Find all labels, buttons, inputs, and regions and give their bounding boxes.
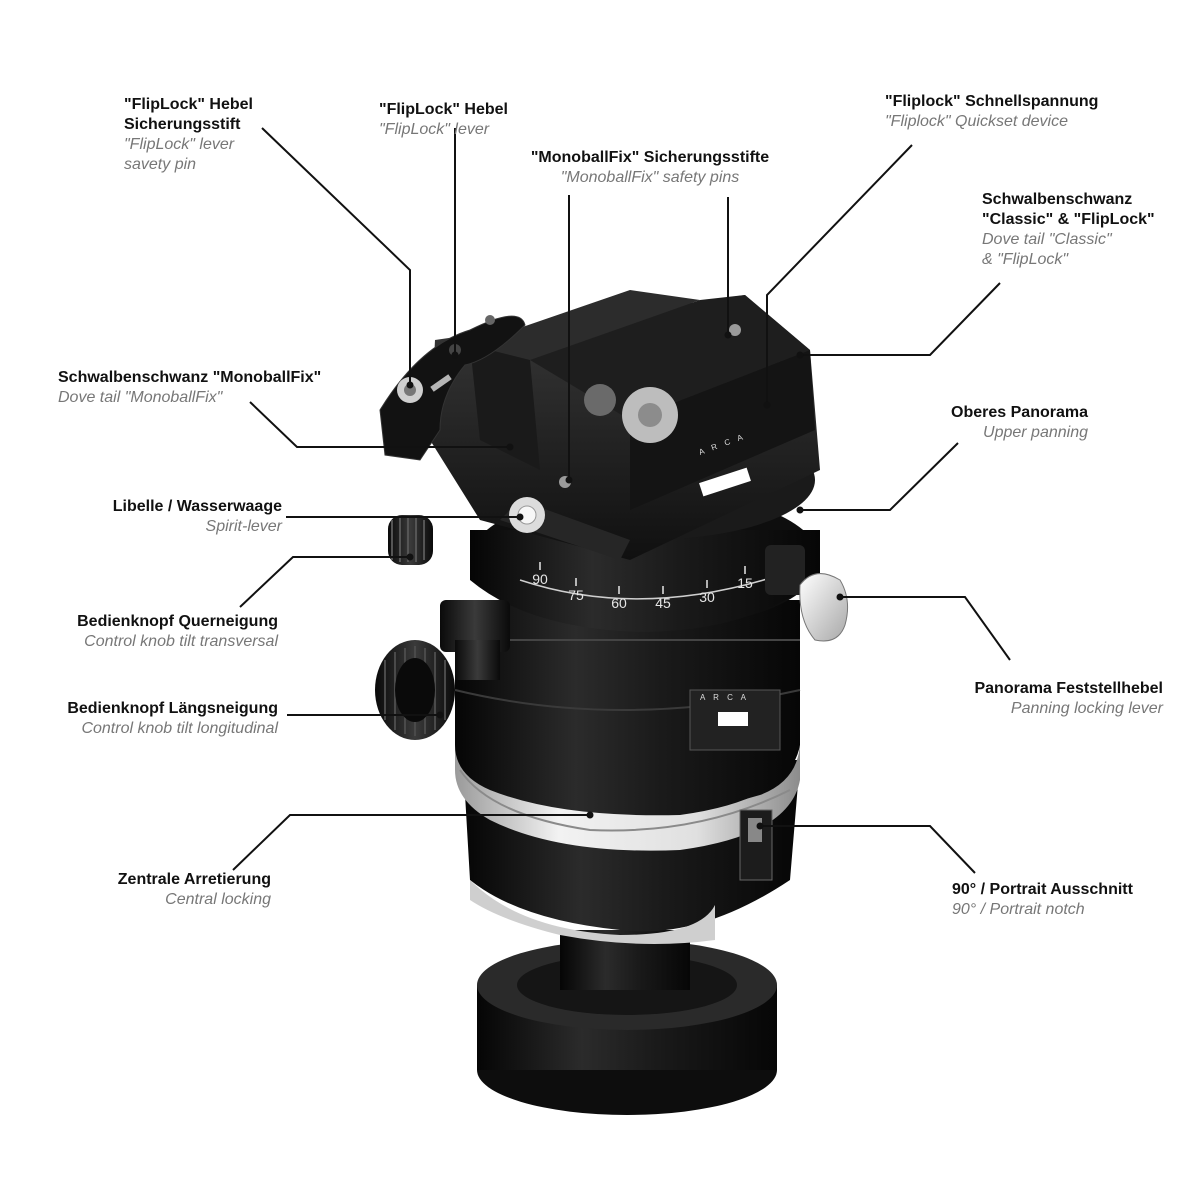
leader-central-locking (232, 814, 590, 871)
label-portrait-notch: 90° / Portrait Ausschnitt 90° / Portrait… (952, 880, 1133, 920)
label-de-line2: "Classic" & "FlipLock" (982, 211, 1155, 228)
label-de: "MonoballFix" Sicherungsstifte (530, 149, 770, 166)
label-fliplock-lever: "FlipLock" Hebel "FlipLock" lever (379, 100, 508, 140)
label-en: "Fliplock" Quickset device (885, 113, 1068, 130)
label-monoballfix-pins: "MonoballFix" Sicherungsstifte "Monoball… (520, 148, 780, 188)
central-locking-ring (455, 740, 800, 851)
top-clamp (430, 290, 820, 560)
leader-fliplock-safety-pin (261, 127, 411, 385)
base-foot (477, 930, 777, 1115)
panning-lock-lever (765, 545, 849, 642)
label-en: "FlipLock" lever (379, 121, 490, 138)
label-de: Zentrale Arretierung (117, 871, 271, 888)
leader-dovetail-classic (800, 282, 1001, 356)
label-de: Schwalbenschwanz "MonoballFix" (58, 369, 322, 386)
label-de: Bedienknopf Querneigung (77, 613, 278, 630)
scale-number: 90 (532, 571, 548, 587)
scale-number: 45 (655, 595, 671, 611)
label-en: Spirit-lever (205, 518, 282, 535)
leader-upper-panning (800, 442, 959, 511)
portrait-notch (739, 809, 773, 881)
label-de: Oberes Panorama (951, 404, 1088, 421)
fliplock-lever (379, 315, 526, 461)
label-fliplock-safety-pin: "FlipLock" Hebel Sicherungsstift "FlipLo… (124, 95, 253, 175)
label-en: Dove tail "MonoballFix" (58, 389, 223, 406)
label-de: Libelle / Wasserwaage (112, 498, 282, 515)
label-de: Schwalbenschwanz (982, 191, 1133, 208)
label-en: Upper panning (983, 424, 1088, 441)
label-de: Panorama Feststellhebel (974, 680, 1163, 697)
leader-fliplock-quickset (766, 144, 913, 405)
label-en-line2: savety pin (124, 156, 197, 173)
label-dovetail-monoballfix: Schwalbenschwanz "MonoballFix" Dove tail… (58, 368, 321, 408)
middle-body (454, 600, 801, 816)
label-dovetail-classic: Schwalbenschwanz "Classic" & "FlipLock" … (982, 190, 1155, 270)
label-tilt-transversal: Bedienknopf Querneigung Control knob til… (40, 612, 278, 652)
scale-number: 75 (568, 587, 584, 603)
leader-panning-lock (840, 596, 1011, 661)
label-de: Bedienknopf Längsneigung (67, 700, 278, 717)
label-en: Dove tail "Classic" (982, 231, 1112, 248)
label-en: Panning locking lever (1010, 700, 1163, 717)
label-en: "MonoballFix" safety pins (560, 169, 740, 186)
label-de: "FlipLock" Hebel (379, 101, 508, 118)
brand-text: A R C A (700, 693, 749, 702)
label-fliplock-quickset: "Fliplock" Schnellspannung "Fliplock" Qu… (885, 92, 1098, 132)
label-central-locking: Zentrale Arretierung Central locking (40, 870, 271, 910)
leader-portrait-notch (760, 825, 976, 874)
tilt-transversal-knob (388, 515, 510, 652)
label-en: Central locking (165, 891, 271, 908)
label-en: "FlipLock" lever (124, 136, 235, 153)
leader-dovetail-monoballfix (249, 401, 510, 448)
scale-number: 60 (611, 595, 627, 611)
label-en: Control knob tilt transversal (84, 633, 278, 650)
label-panning-lock: Panorama Feststellhebel Panning locking … (900, 679, 1163, 719)
leader-tilt-transversal (239, 556, 410, 608)
leader-lines (232, 127, 1011, 874)
label-en-line2: & "FlipLock" (982, 251, 1069, 268)
label-tilt-longitudinal: Bedienknopf Längsneigung Control knob ti… (30, 699, 278, 739)
label-upper-panning: Oberes Panorama Upper panning (890, 403, 1088, 443)
label-de: "FlipLock" Hebel (124, 96, 253, 113)
label-de: "Fliplock" Schnellspannung (885, 93, 1099, 110)
scale-number: 30 (699, 589, 715, 605)
leader-endpoints (406, 331, 844, 830)
label-spirit-level: Libelle / Wasserwaage Spirit-lever (60, 497, 282, 537)
label-de: 90° / Portrait Ausschnitt (952, 881, 1133, 898)
label-en: 90° / Portrait notch (952, 901, 1085, 918)
spirit-level (509, 497, 545, 533)
scale-number: 15 (737, 575, 753, 591)
panning-scale: 90 75 60 45 30 15 (532, 562, 753, 611)
label-de-line2: Sicherungsstift (124, 116, 241, 133)
label-en: Control knob tilt longitudinal (81, 720, 278, 737)
